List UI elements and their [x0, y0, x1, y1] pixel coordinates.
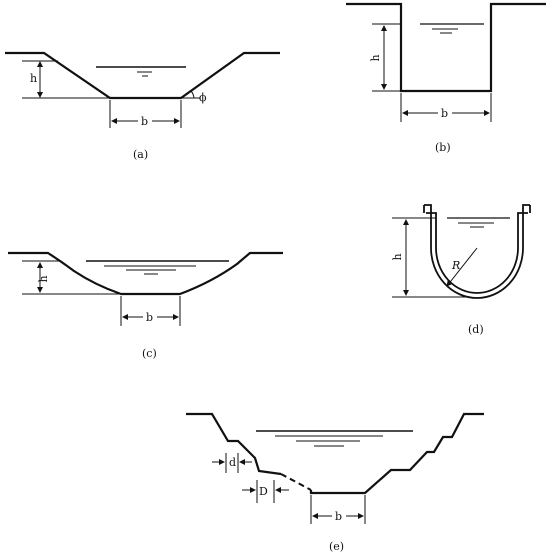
panel-e-small-step-label: d: [229, 456, 236, 469]
panel-a-channel-outline: [5, 51, 280, 100]
panel-d-u-flume: R h (d): [391, 204, 531, 336]
panel-d-flume-inner-wall: [426, 212, 528, 294]
panel-a-depth-label: h: [30, 72, 37, 85]
panel-d-depth-label: h: [391, 253, 404, 260]
panel-c-caption: (c): [142, 347, 157, 360]
panel-a-trapezoidal: h b ϕ (a): [5, 51, 280, 161]
panel-e-water-surface: [256, 430, 413, 447]
panel-e-channel-outline-bottom: [309, 412, 484, 495]
panel-c-depth-dimension: [22, 260, 121, 295]
panel-e-small-step-dimension: [212, 453, 252, 473]
panel-e-caption: (e): [329, 540, 344, 553]
panel-a-water-surface: [96, 66, 186, 77]
panel-b-rectangular: h b (b): [346, 2, 546, 154]
panel-a-angle-indicator: [181, 90, 200, 99]
panel-c-water-surface: [86, 260, 229, 275]
panel-b-depth-label: h: [369, 54, 382, 61]
panel-d-flume-outer-wall: [424, 204, 530, 299]
panel-a-caption: (a): [133, 148, 148, 161]
panel-b-width-label: b: [441, 107, 448, 120]
panel-c-width-label: b: [146, 311, 153, 324]
panel-e-stepped: d D b (e): [186, 412, 484, 553]
panel-a-depth-dimension: [22, 60, 110, 99]
panel-c-width-dimension: [120, 296, 181, 326]
panel-e-large-step-label: D: [259, 485, 268, 498]
panel-a-width-label: b: [141, 115, 148, 128]
panel-b-depth-dimension: [372, 23, 401, 92]
panel-b-caption: (b): [435, 141, 451, 154]
panel-d-radius-label: R: [451, 259, 460, 272]
panel-c-trapezoid-curved: h b (c): [8, 251, 283, 360]
panel-e-large-step-dimension: [242, 480, 289, 503]
panel-d-water-surface: [447, 217, 510, 228]
panel-c-channel-outline: [8, 251, 283, 296]
panel-a-angle-label: ϕ: [199, 91, 207, 104]
panel-e-width-label: b: [335, 510, 342, 523]
panel-d-radius-line: [446, 247, 478, 287]
panel-e-channel-outline-dashed: [280, 473, 312, 491]
panel-e-width-dimension: [310, 495, 366, 524]
panel-e-channel-outline-left: [186, 412, 282, 476]
panel-a-width-dimension: [109, 100, 182, 128]
panel-d-depth-dimension: [392, 217, 470, 298]
panel-b-water-surface: [420, 23, 484, 34]
panel-b-channel-outline: [346, 2, 546, 93]
panel-d-caption: (d): [468, 323, 484, 336]
panel-b-width-dimension: [400, 93, 492, 122]
panel-c-depth-label: h: [37, 275, 50, 282]
